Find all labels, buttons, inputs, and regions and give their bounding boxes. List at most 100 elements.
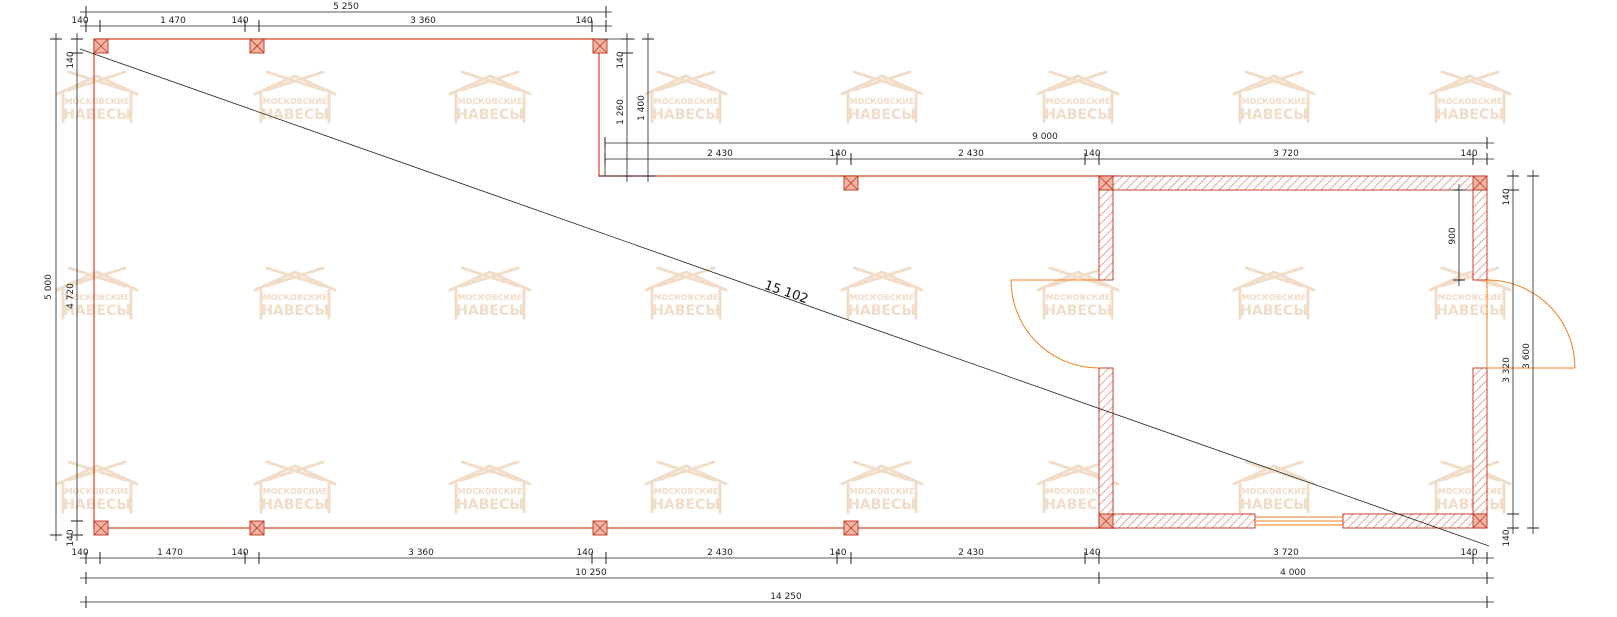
watermark-line1: МОСКОВСКИЕ xyxy=(1046,97,1111,106)
watermark-beam-icon xyxy=(460,460,520,482)
watermark-line2: НАВЕСЫ xyxy=(456,303,524,319)
watermark-beam-icon xyxy=(1244,460,1304,482)
watermark-line2: НАВЕСЫ xyxy=(1044,107,1112,123)
left-door-swing xyxy=(1010,279,1100,369)
watermark-beam-icon xyxy=(656,70,716,92)
post xyxy=(843,520,859,536)
dim-step-post: 140 xyxy=(616,51,626,68)
dim-left-top-post: 140 xyxy=(66,51,76,68)
room-wall-right-upper xyxy=(1472,189,1488,281)
post xyxy=(843,175,859,191)
watermark-beam-icon xyxy=(1244,70,1304,92)
post xyxy=(592,520,608,536)
room-wall-left-lower xyxy=(1098,367,1114,529)
dim-bottom-seg-4: 3 360 xyxy=(408,548,434,558)
diagonal-label: 15 102 xyxy=(762,278,810,307)
room-walls xyxy=(1098,175,1488,529)
dim-opening-900: 900 xyxy=(1448,227,1458,244)
dimension-lines: 5 250 140 1 470 140 3 360 140 9 000 2 43… xyxy=(44,2,1539,608)
watermark-line1: МОСКОВСКИЕ xyxy=(654,293,719,302)
watermark-line1: МОСКОВСКИЕ xyxy=(654,97,719,106)
watermark-line2: НАВЕСЫ xyxy=(63,497,131,513)
dim-bottom-seg-5: 140 xyxy=(576,548,593,558)
dim-right-top-post: 140 xyxy=(1502,188,1512,205)
watermark-line1: МОСКОВСКИЕ xyxy=(1046,293,1111,302)
watermark-line1: МОСКОВСКИЕ xyxy=(65,487,130,496)
watermark-line2: НАВЕСЫ xyxy=(261,303,329,319)
post xyxy=(1098,513,1114,529)
watermark-line2: НАВЕСЫ xyxy=(848,497,916,513)
watermark-beam-icon xyxy=(460,266,520,288)
dim-right-total: 3 600 xyxy=(1522,343,1532,369)
watermark-line1: МОСКОВСКИЕ xyxy=(65,293,130,302)
dim-bottom-seg-10: 3 720 xyxy=(1273,548,1299,558)
right-door-swing xyxy=(1486,279,1576,369)
watermark-beam-icon xyxy=(1048,70,1108,92)
dim-top-seg-1: 140 xyxy=(71,16,88,26)
dim-upper-seg-4: 140 xyxy=(1083,149,1100,159)
watermark-line2: НАВЕСЫ xyxy=(1240,497,1308,513)
watermark-line1: МОСКОВСКИЕ xyxy=(263,97,328,106)
watermark-line2: НАВЕСЫ xyxy=(848,107,916,123)
post-cross xyxy=(93,38,109,54)
watermark-line2: НАВЕСЫ xyxy=(1240,303,1308,319)
dim-bottom-seg-11: 140 xyxy=(1460,548,1477,558)
dim-upper-seg-3: 2 430 xyxy=(958,149,984,159)
watermark-line2: НАВЕСЫ xyxy=(456,497,524,513)
post-cross xyxy=(843,520,859,536)
dim-top-seg-4: 3 360 xyxy=(410,16,436,26)
dim-bottom-seg-9: 140 xyxy=(1083,548,1100,558)
dim-bottom-total: 14 250 xyxy=(770,592,802,602)
watermark-beam-icon xyxy=(67,70,127,92)
watermark-line1: МОСКОВСКИЕ xyxy=(263,293,328,302)
watermark-beam-icon xyxy=(265,266,325,288)
watermark-line1: МОСКОВСКИЕ xyxy=(1438,487,1503,496)
dim-left-total: 5 000 xyxy=(44,274,54,300)
post xyxy=(1472,513,1488,529)
post-cross xyxy=(1472,175,1488,191)
watermark-line2: НАВЕСЫ xyxy=(1436,497,1504,513)
dim-upper-seg-1: 2 430 xyxy=(707,149,733,159)
watermark-beam-icon xyxy=(1048,266,1108,288)
dim-bottom-seg-7: 140 xyxy=(829,548,846,558)
dim-bottom-sub-left: 10 250 xyxy=(575,568,607,578)
watermark-beam-icon xyxy=(265,70,325,92)
watermark-layer: МОСКОВСКИЕНАВЕСЫМОСКОВСКИЕНАВЕСЫМОСКОВСК… xyxy=(55,70,1512,514)
watermark-line1: МОСКОВСКИЕ xyxy=(458,97,523,106)
watermark-line2: НАВЕСЫ xyxy=(1044,497,1112,513)
watermark-line2: НАВЕСЫ xyxy=(456,107,524,123)
dim-upper-overall: 9 000 xyxy=(1032,132,1058,142)
dim-bottom-seg-2: 1 470 xyxy=(157,548,183,558)
post xyxy=(249,38,265,54)
watermark-line1: МОСКОВСКИЕ xyxy=(1242,487,1307,496)
watermark-line1: МОСКОВСКИЕ xyxy=(850,293,915,302)
watermark-beam-icon xyxy=(656,266,716,288)
dim-step-inner: 1 260 xyxy=(616,99,626,125)
watermark-line2: НАВЕСЫ xyxy=(261,107,329,123)
dim-upper-seg-6: 140 xyxy=(1460,149,1477,159)
dim-left-bottom-post: 140 xyxy=(66,529,76,546)
watermark-beam-icon xyxy=(1048,460,1108,482)
watermark-line2: НАВЕСЫ xyxy=(848,303,916,319)
dim-top-seg-5: 140 xyxy=(575,16,592,26)
post-cross xyxy=(1098,175,1114,191)
room-wall-right-lower xyxy=(1472,367,1488,529)
watermark-beam-icon xyxy=(460,70,520,92)
dim-bottom-seg-3: 140 xyxy=(231,548,248,558)
watermark-beam-icon xyxy=(1440,460,1500,482)
room-wall-top xyxy=(1098,175,1488,191)
diagonal-line xyxy=(79,48,1490,547)
dim-top-seg-2: 1 470 xyxy=(160,16,186,26)
